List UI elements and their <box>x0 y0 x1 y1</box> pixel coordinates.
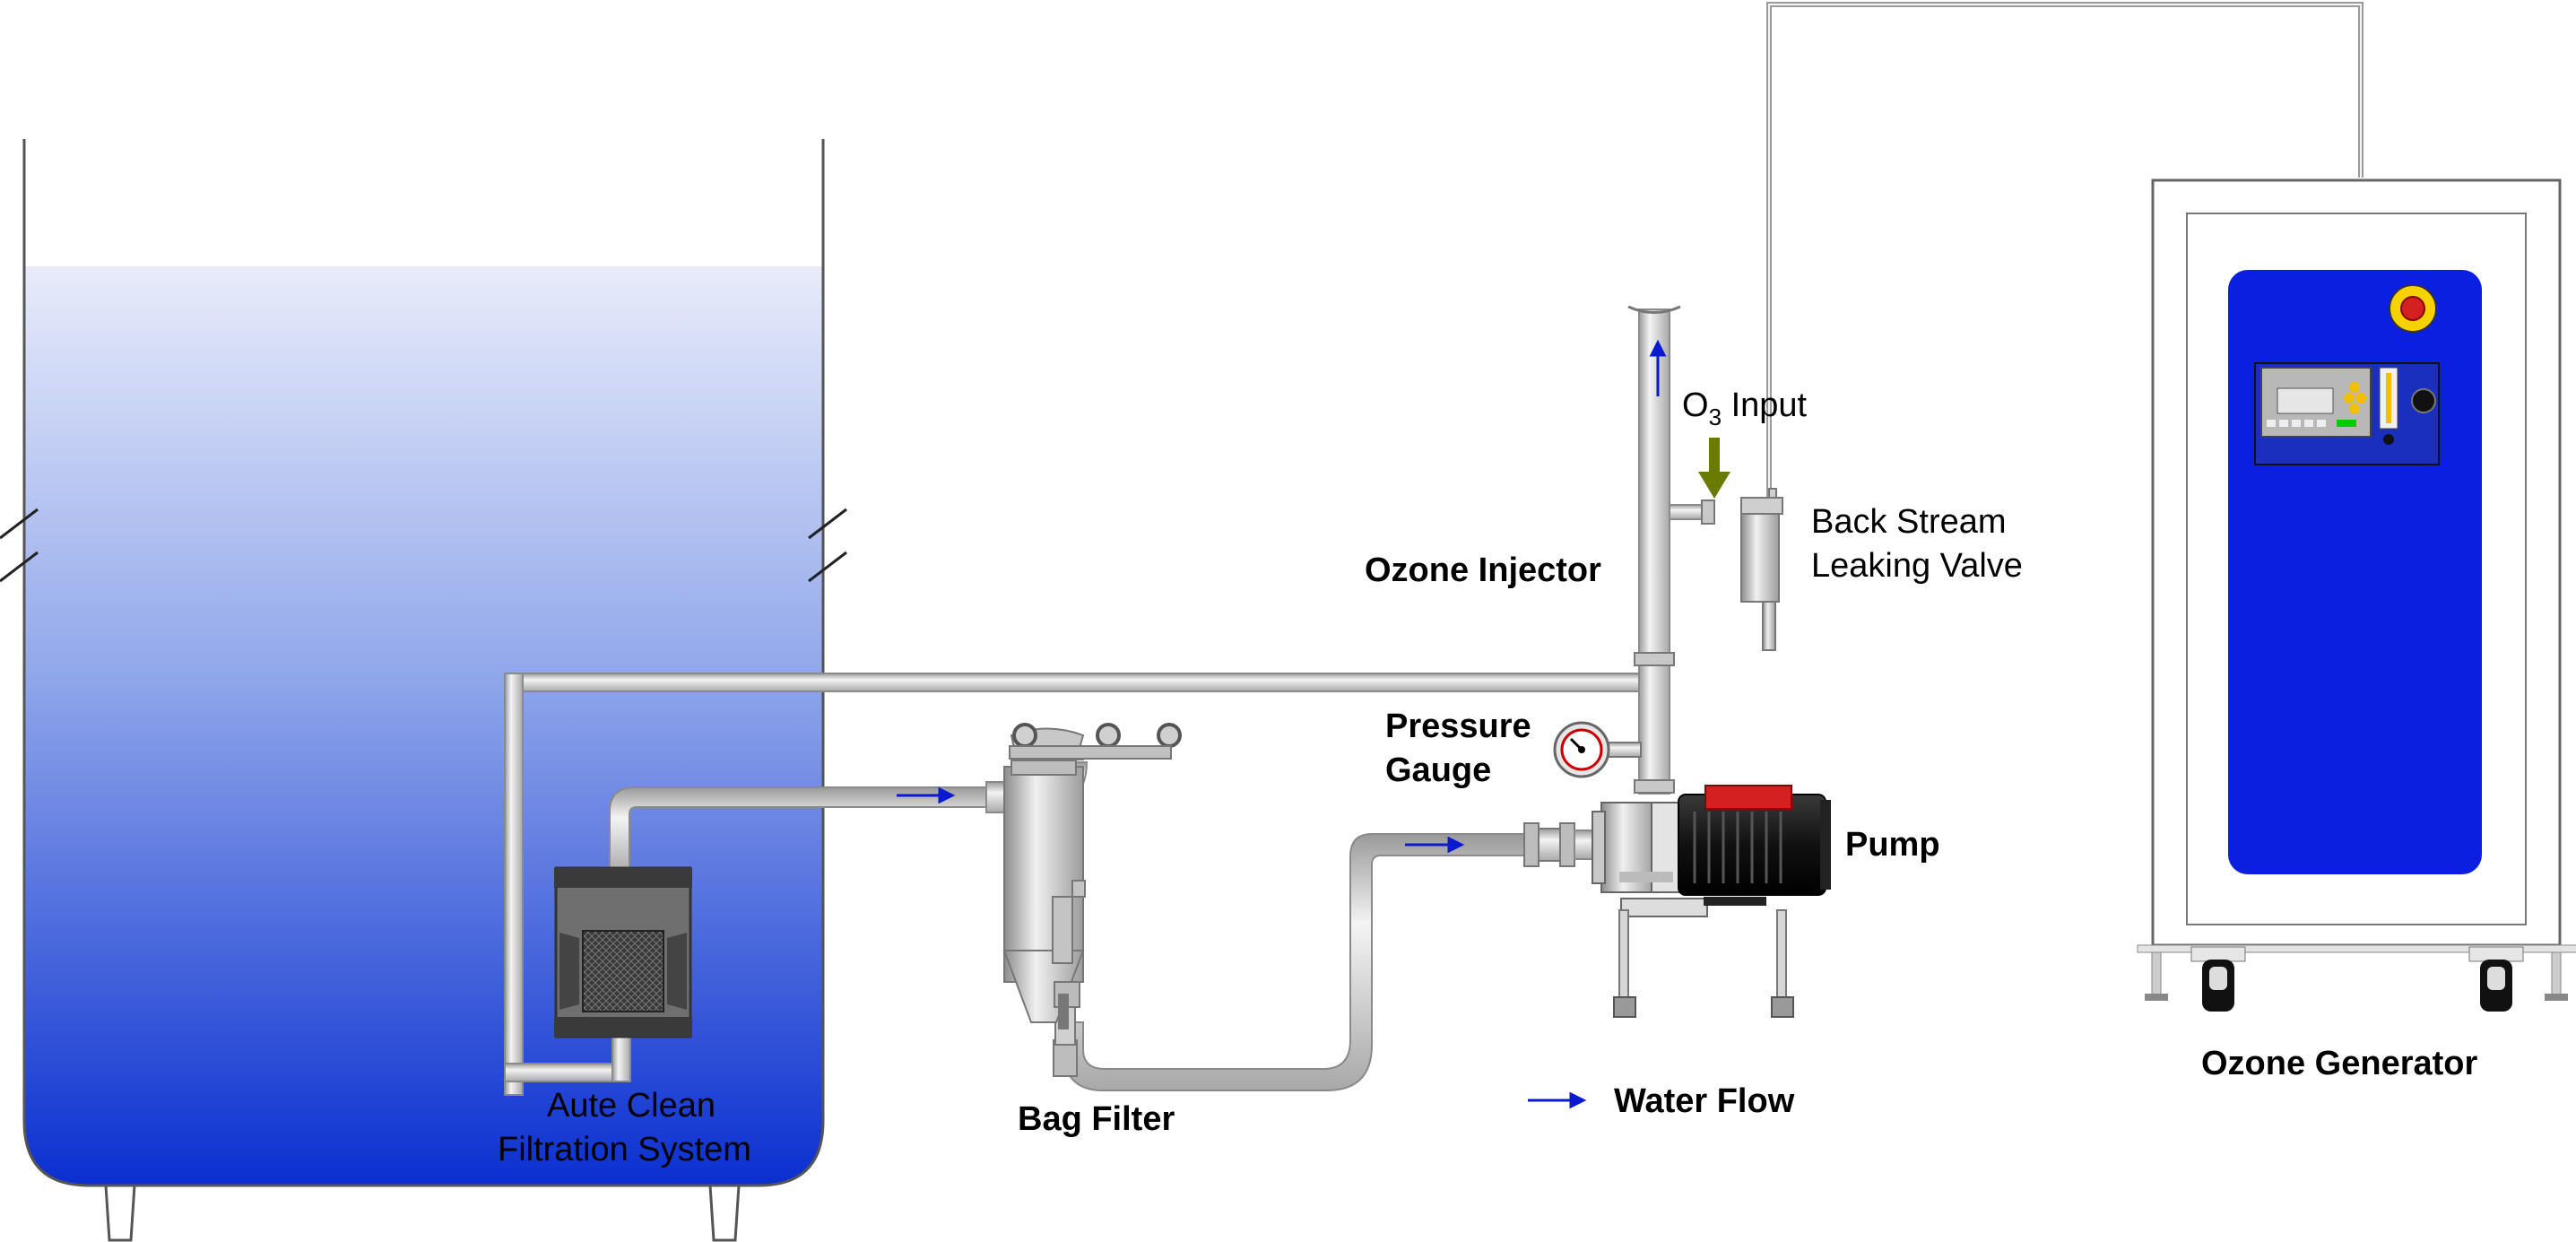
ozone-injector-label: Ozone Injector <box>1365 552 1601 589</box>
pump-label: Pump <box>1845 826 1940 864</box>
tank-foot-right <box>708 1184 741 1242</box>
flow-arrow-suction <box>897 786 956 804</box>
ozone-input-arrow <box>1698 438 1730 499</box>
back-stream-label-line1: Back Stream <box>1811 503 2007 541</box>
ozone-generator-label: Ozone Generator <box>2201 1045 2477 1082</box>
legend-water-flow-arrow <box>1528 1091 1587 1109</box>
tank-break-marks-left <box>0 508 39 583</box>
tank-break-marks-right <box>808 508 847 583</box>
ozone-supply-line-core <box>1768 4 2362 498</box>
discharge-pipe <box>1062 822 1602 1091</box>
aute-clean-filter-unit <box>554 866 692 1038</box>
ozone-generator <box>2137 178 2576 1012</box>
pressure-gauge-label-line2: Gauge <box>1385 751 1491 789</box>
flow-arrow-injector <box>1649 339 1667 396</box>
return-pipe <box>504 673 1655 1096</box>
bag-filter <box>1002 723 1182 1077</box>
aute-clean-label-line2: Filtration System <box>498 1131 751 1168</box>
injector-pipe <box>1627 305 1715 795</box>
aute-clean-label-line1: Aute Clean <box>547 1087 716 1125</box>
o3-prefix: O <box>1682 386 1709 424</box>
flow-arrow-discharge <box>1405 836 1465 854</box>
pressure-gauge <box>1553 721 1642 778</box>
bag-filter-label: Bag Filter <box>1018 1100 1175 1138</box>
tank-foot-left <box>104 1184 136 1242</box>
back-stream-label-line2: Leaking Valve <box>1811 547 2023 585</box>
pressure-gauge-label-line1: Pressure <box>1385 708 1531 745</box>
tank-wall <box>22 139 825 1187</box>
o3-suffix: Input <box>1722 386 1808 424</box>
o3-subscript: 3 <box>1709 404 1722 430</box>
water-body <box>24 266 823 1186</box>
o3-input-label: O3 Input <box>1682 386 1808 430</box>
pump <box>1592 785 1831 1018</box>
water-flow-legend-label: Water Flow <box>1614 1082 1795 1120</box>
back-stream-valve <box>1740 488 1783 651</box>
